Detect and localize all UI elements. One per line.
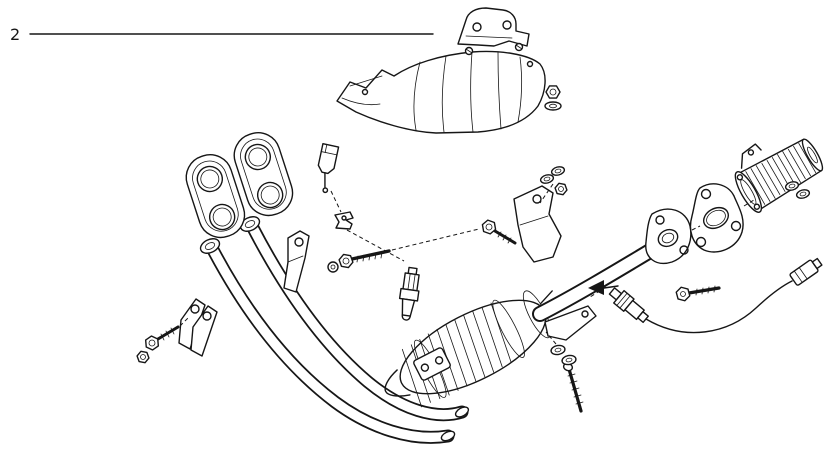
support-bracket-left — [283, 230, 310, 293]
flange-gaskets — [185, 132, 294, 239]
hex-bolt-right — [673, 285, 721, 303]
heat-shield — [336, 50, 546, 134]
callout-label: 2 — [10, 25, 20, 44]
retainer-plates — [178, 298, 218, 357]
flexible-pipe-section — [734, 138, 824, 213]
oxygen-sensor-connector — [317, 143, 340, 194]
sensor-plug — [789, 257, 823, 286]
sensor-cable — [645, 280, 793, 334]
assembly-guide-lines — [179, 183, 755, 345]
oxygen-sensor-front — [398, 266, 420, 321]
hex-bolt-and-nut-bottom-left — [135, 325, 180, 364]
bracket-screw-icon — [464, 42, 524, 56]
converter-flange-box — [413, 347, 451, 381]
small-washers-right — [784, 181, 811, 199]
outlet-pipe-with-flange — [532, 208, 692, 322]
converter-hanger-bracket — [544, 305, 597, 341]
washers-and-nut-center — [539, 166, 569, 196]
mounting-bracket — [457, 7, 530, 56]
exhaust-manifold-downpipes — [199, 216, 470, 444]
oxygen-sensor-rear — [608, 257, 823, 334]
bracket-center — [513, 185, 562, 263]
hex-bolt-top — [479, 218, 517, 245]
cable-clamp — [334, 211, 354, 230]
hex-bolt-with-washer — [327, 249, 391, 273]
exhaust-flange-gasket — [689, 183, 744, 253]
stud-bolt — [562, 362, 584, 413]
shield-nut-and-washer — [544, 85, 562, 111]
washers-bottom — [550, 344, 577, 366]
